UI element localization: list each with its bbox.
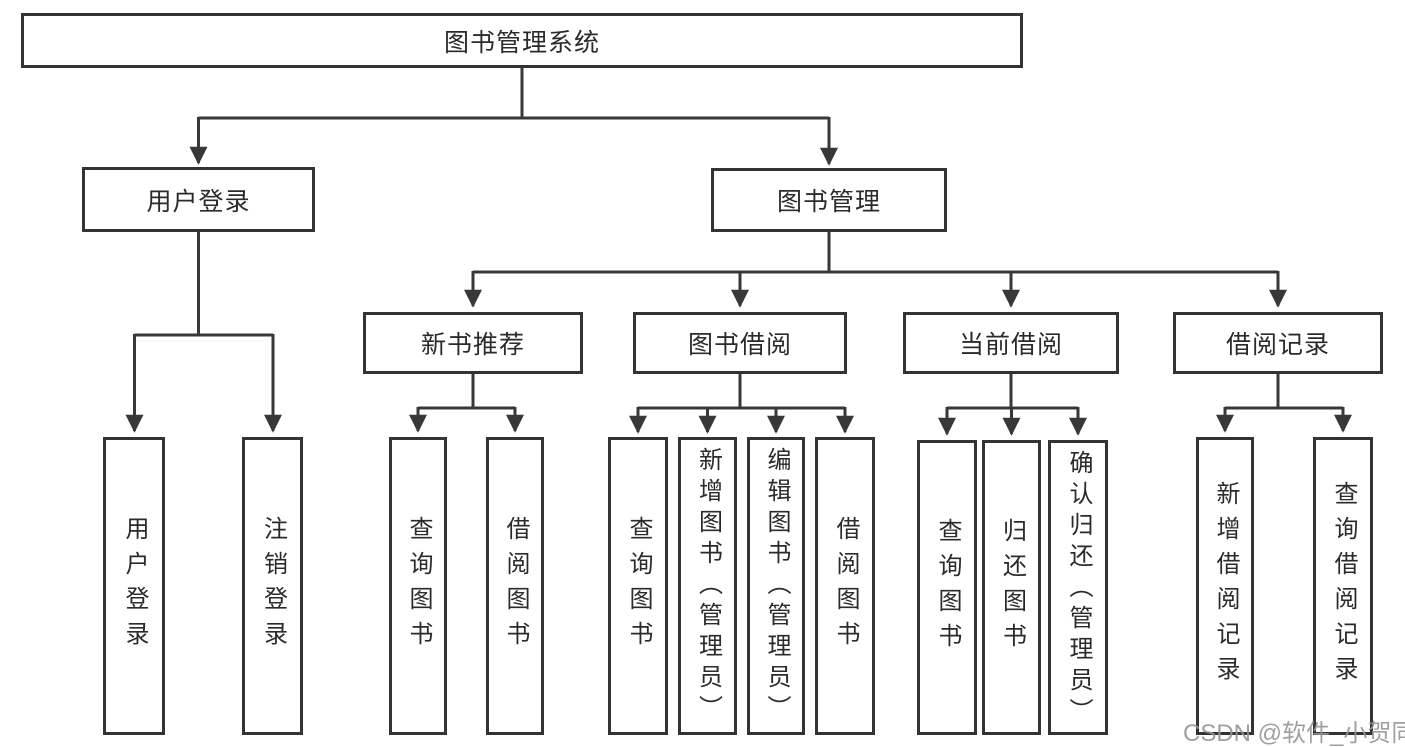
node-current-borrow: 当前借阅	[903, 312, 1119, 374]
arrow-current-borrow-children	[938, 407, 1087, 436]
leaf-borrow-borrow-book: 借阅图书	[815, 437, 875, 735]
leaf-record-add-label: 新增借阅记录	[1212, 481, 1239, 691]
leaf-borrow-add-book-label: 新增图书（管理员）	[694, 447, 722, 726]
leaf-current-return-book-label: 归还图书	[998, 517, 1026, 658]
tree-trunk-lines	[134, 68, 1343, 410]
leaf-recommend-borrow-book-label: 借阅图书	[502, 516, 529, 656]
leaf-logout-label: 注销登录	[259, 516, 287, 656]
node-user-login: 用户登录	[82, 167, 315, 232]
leaf-logout: 注销登录	[242, 437, 303, 735]
leaf-borrow-borrow-book-label: 借阅图书	[832, 516, 859, 656]
leaf-current-query-book-label: 查询图书	[934, 517, 961, 658]
leaf-record-query: 查询借阅记录	[1313, 437, 1373, 735]
csdn-watermark: CSDN @软件_小贺同学	[1183, 720, 1405, 747]
leaf-current-query-book: 查询图书	[917, 440, 977, 735]
leaf-borrow-edit-book: 编辑图书（管理员）	[747, 437, 805, 735]
node-book-management: 图书管理	[711, 168, 947, 232]
node-book-management-label: 图书管理	[776, 188, 881, 216]
arrow-book-management-children	[464, 271, 1287, 308]
leaf-recommend-query-book: 查询图书	[389, 437, 447, 735]
arrow-new-book-recommend-children	[409, 407, 524, 433]
node-current-borrow-label: 当前借阅	[958, 331, 1063, 359]
node-new-book-recommend-label: 新书推荐	[420, 331, 525, 359]
arrow-user-login-children	[125, 334, 282, 433]
arrow-borrow-record-children	[1216, 407, 1352, 433]
leaf-current-return-book: 归还图书	[982, 440, 1041, 735]
node-root-label: 图书管理系统	[443, 28, 600, 57]
leaf-current-confirm-return-label: 确认归还（管理员）	[1065, 450, 1092, 729]
leaf-borrow-edit-book-label: 编辑图书（管理员）	[763, 447, 790, 726]
leaf-recommend-borrow-book: 借阅图书	[486, 437, 544, 735]
leaf-user-login-label: 用户登录	[121, 516, 148, 656]
node-book-borrow: 图书借阅	[633, 312, 847, 374]
leaf-record-add: 新增借阅记录	[1196, 437, 1254, 735]
arrow-book-borrow-children	[629, 407, 854, 434]
leaf-record-query-label: 查询借阅记录	[1330, 481, 1357, 691]
arrow-root-to-level2	[189, 117, 838, 166]
leaf-borrow-add-book: 新增图书（管理员）	[678, 437, 737, 735]
node-borrow-record: 借阅记录	[1173, 312, 1383, 374]
node-book-borrow-label: 图书借阅	[687, 331, 792, 359]
node-new-book-recommend: 新书推荐	[363, 312, 583, 374]
node-borrow-record-label: 借阅记录	[1225, 331, 1330, 359]
node-user-login-label: 用户登录	[146, 187, 251, 216]
leaf-recommend-query-book-label: 查询图书	[405, 516, 432, 656]
node-root: 图书管理系统	[21, 13, 1023, 68]
leaf-user-login: 用户登录	[103, 437, 165, 735]
leaf-borrow-query-book: 查询图书	[608, 437, 668, 735]
leaf-current-confirm-return: 确认归还（管理员）	[1048, 440, 1108, 735]
leaf-borrow-query-book-label: 查询图书	[625, 516, 652, 656]
